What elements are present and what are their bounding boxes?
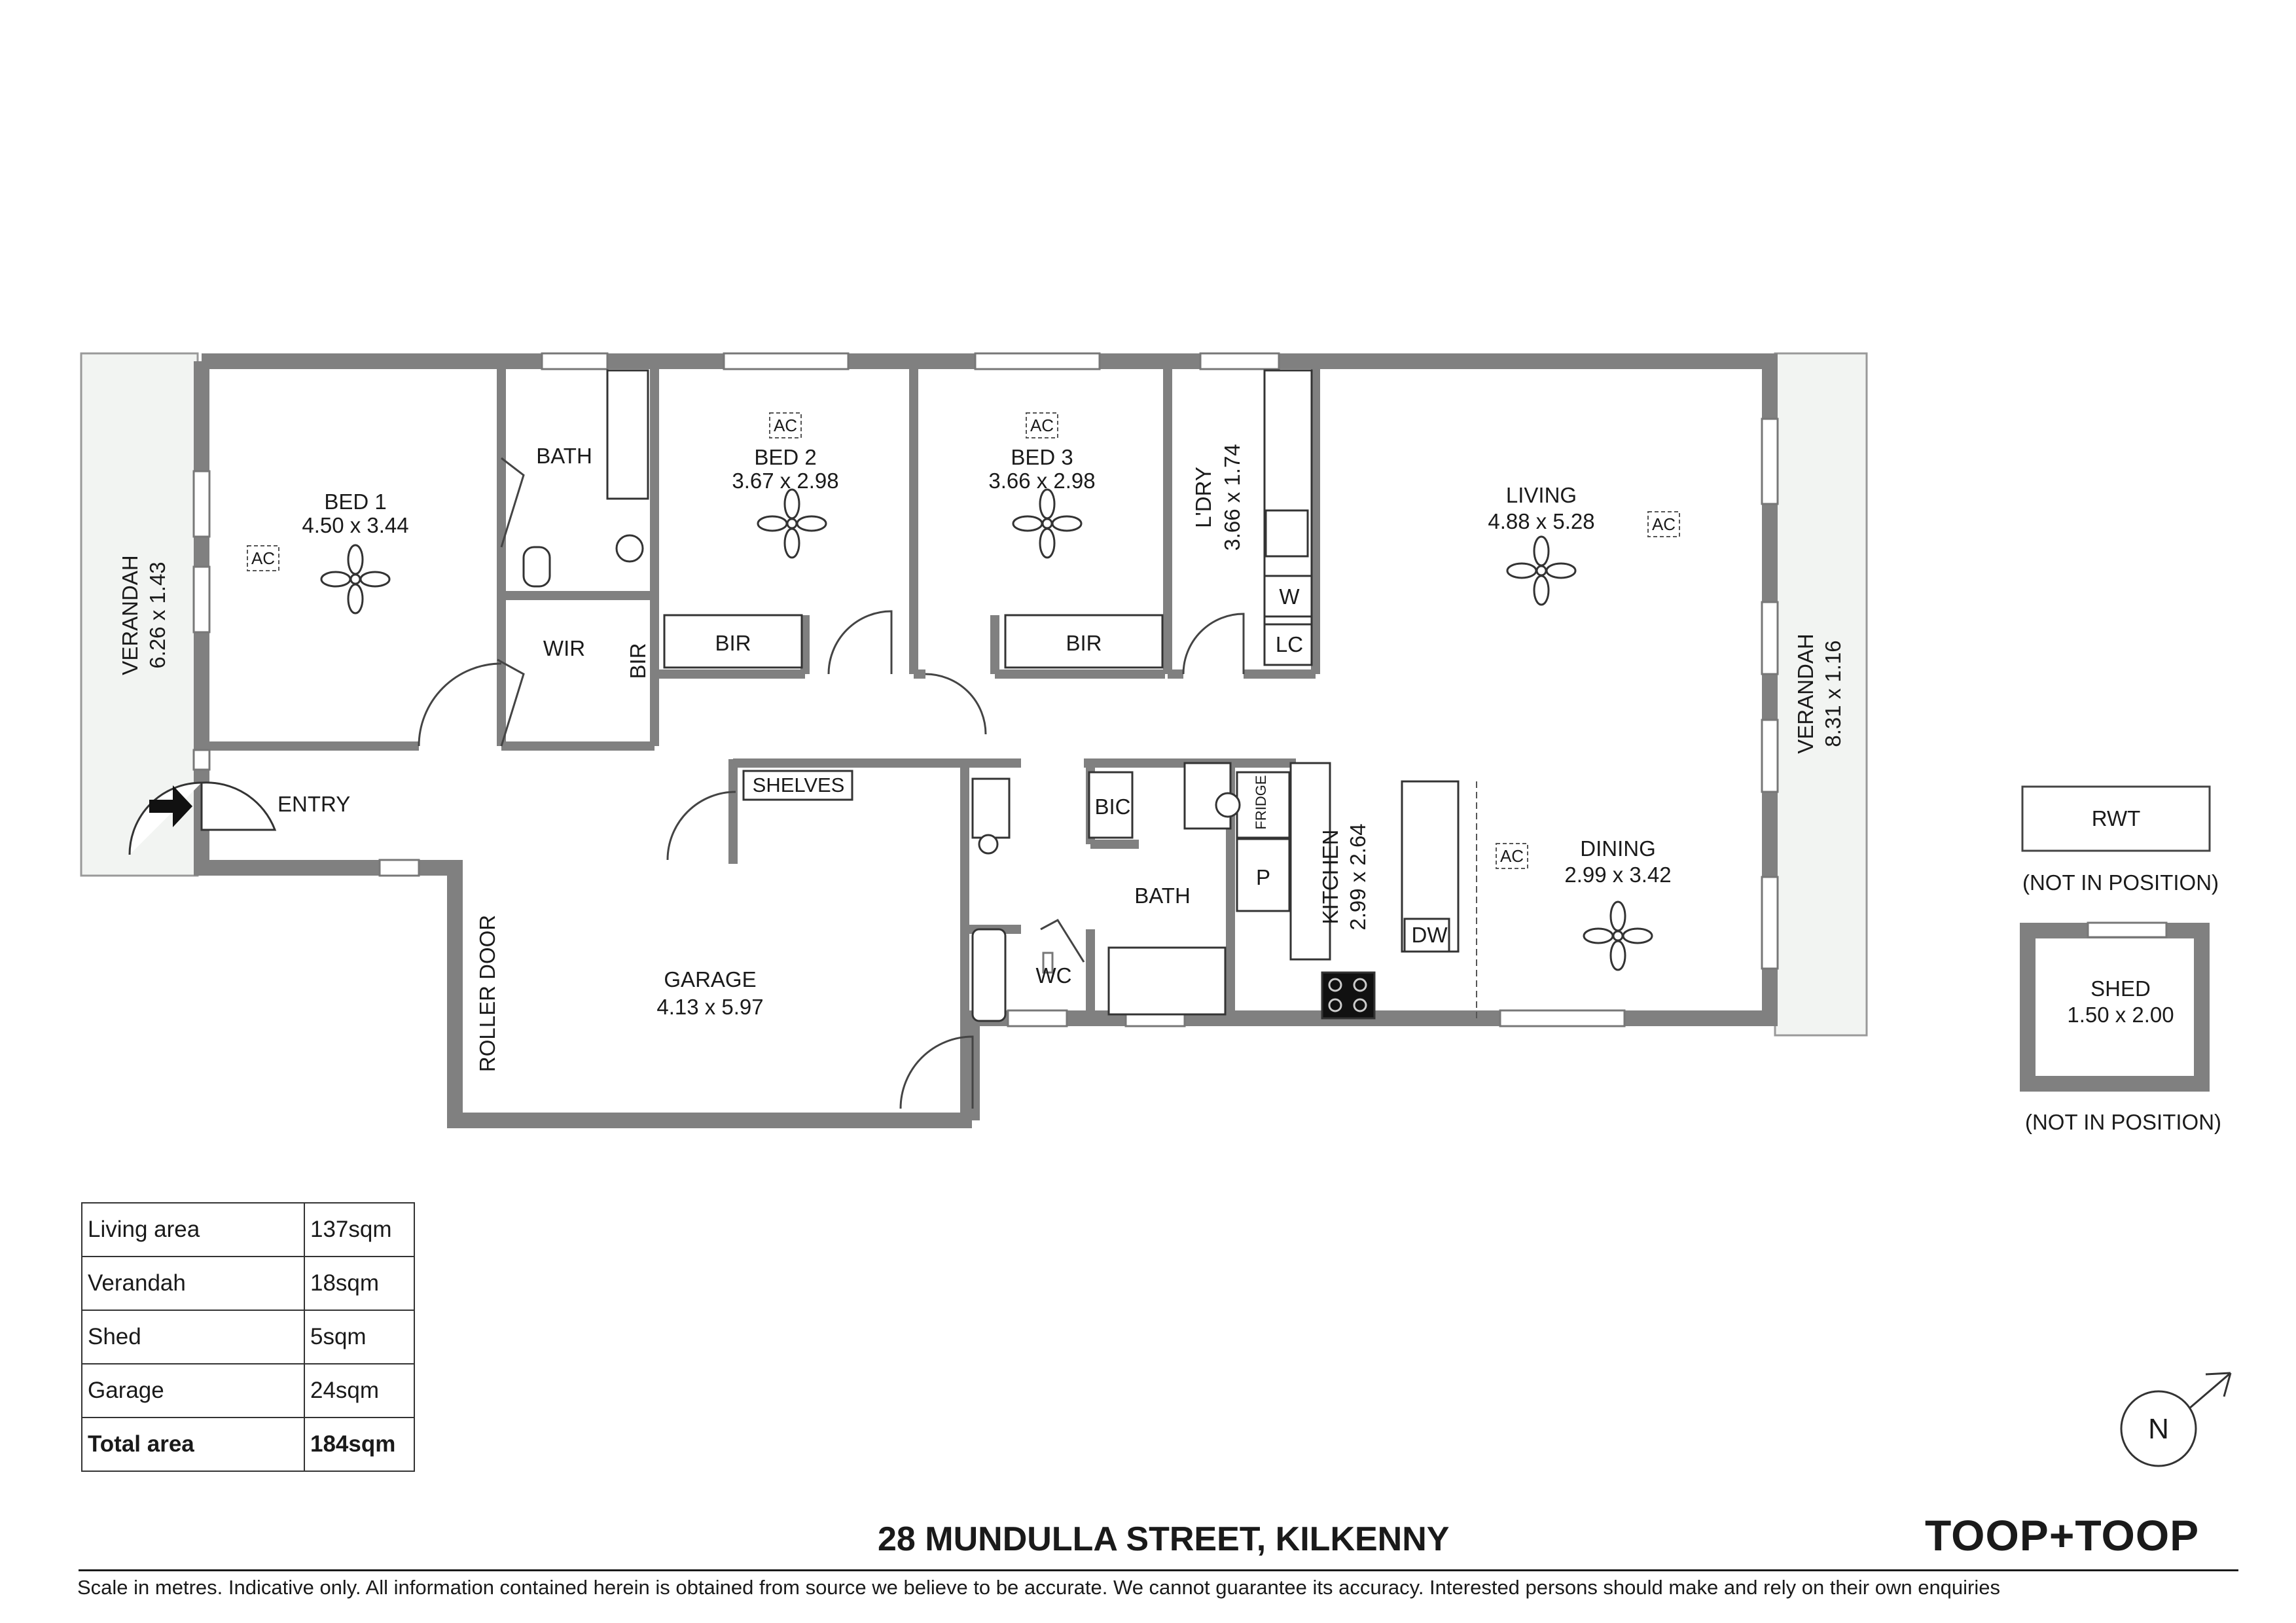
table-row: Verandah 18sqm [81, 1256, 415, 1311]
ac-label: AC [1652, 514, 1676, 534]
ac-label: AC [1030, 416, 1054, 435]
footer-divider [79, 1569, 2238, 1571]
shed-window [2087, 921, 2168, 938]
area-value: 184sqm [304, 1417, 415, 1472]
room-dims-laundry: 3.66 x 1.74 [1220, 444, 1244, 550]
room-name-dining: DINING [1580, 836, 1656, 861]
area-value: 137sqm [304, 1202, 415, 1257]
room-name-bath-main: BATH [1134, 883, 1191, 908]
ceiling-fan-icon [1506, 535, 1577, 606]
ceiling-fan-icon [320, 544, 391, 615]
room-name-garage: GARAGE [664, 967, 756, 991]
area-value: 24sqm [304, 1363, 415, 1418]
rwt-label: RWT [2092, 806, 2141, 830]
table-row: Garage 24sqm [81, 1363, 415, 1418]
table-row-total: Total area 184sqm [81, 1417, 415, 1472]
room-name-verandah-west: VERANDAH [118, 555, 142, 675]
entry-arrow-icon [149, 785, 192, 827]
area-table: Living area 137sqm Verandah 18sqm Shed 5… [81, 1202, 415, 1472]
verandah-east [1774, 352, 1868, 1037]
table-row: Shed 5sqm [81, 1310, 415, 1364]
area-label: Garage [81, 1363, 305, 1418]
room-dims-bed1: 4.50 x 3.44 [302, 513, 408, 537]
brand-logo: TOOP+TOOP [1925, 1511, 2200, 1560]
room-name-entry: ENTRY [278, 792, 350, 816]
table-row: Living area 137sqm [81, 1202, 415, 1257]
fixture-dishwasher: DW [1412, 923, 1448, 947]
room-name-wir: WIR [543, 636, 585, 660]
property-address: 28 MUNDULLA STREET, KILKENNY [878, 1520, 1450, 1558]
interior-walls [209, 361, 1320, 1120]
ceiling-fan-icon [1012, 488, 1083, 559]
fixture-pantry: P [1256, 865, 1270, 889]
room-dims-verandah-west: 6.26 x 1.43 [145, 562, 170, 668]
shed-walls [2020, 923, 2210, 1092]
ceiling-fan-icon [757, 488, 827, 559]
area-label: Verandah [81, 1256, 305, 1311]
room-dims-garage: 4.13 x 5.97 [656, 995, 763, 1019]
shed-dims: 1.50 x 2.00 [2067, 1003, 2174, 1027]
area-value: 18sqm [304, 1256, 415, 1311]
rwt-note: (NOT IN POSITION) [2022, 870, 2219, 895]
compass-icon [2120, 1390, 2197, 1467]
door-swings [418, 457, 1245, 1109]
disclaimer-text: Scale in metres. Indicative only. All in… [77, 1576, 2001, 1599]
room-name-shelves: SHELVES [753, 774, 845, 796]
shed-note: (NOT IN POSITION) [2025, 1110, 2221, 1134]
room-name-verandah-east: VERANDAH [1793, 633, 1818, 753]
room-dims-living: 4.88 x 5.28 [1488, 509, 1594, 533]
room-dims-verandah-east: 8.31 x 1.16 [1821, 640, 1845, 747]
windows [192, 352, 1779, 1027]
north-arrow-icon [2189, 1372, 2232, 1410]
room-name-bed2: BED 2 [754, 445, 816, 469]
room-name-bir-ensuite: BIR [626, 643, 650, 679]
compass-letter: N [2148, 1413, 2169, 1445]
ac-label: AC [251, 548, 275, 568]
rwt-tank [2021, 785, 2211, 852]
room-name-kitchen: KITCHEN [1318, 830, 1342, 925]
area-label: Total area [81, 1417, 305, 1472]
area-label: Living area [81, 1202, 305, 1257]
room-name-living: LIVING [1506, 483, 1577, 507]
room-name-wc: WC [1036, 963, 1072, 988]
room-name-bath-ensuite: BATH [536, 444, 592, 468]
fixtures [522, 369, 1460, 1022]
fixture-fridge: FRIDGE [1253, 775, 1269, 829]
ceiling-fan-icon [1583, 901, 1653, 971]
room-name-bir-bed3: BIR [1066, 631, 1102, 655]
room-name-bir-bed2: BIR [715, 631, 751, 655]
entry-door-swing [200, 781, 277, 831]
fixture-washer: W [1279, 584, 1300, 609]
room-dims-kitchen: 2.99 x 2.64 [1346, 823, 1370, 930]
ac-label: AC [774, 416, 797, 435]
room-name-bic: BIC [1094, 794, 1130, 819]
fixture-linen: LC [1276, 632, 1303, 656]
room-name-roller-door: ROLLER DOOR [475, 915, 499, 1072]
room-name-bed1: BED 1 [324, 490, 386, 514]
room-dims-dining: 2.99 x 3.42 [1564, 863, 1671, 887]
room-name-bed3: BED 3 [1011, 445, 1073, 469]
ac-label: AC [1500, 846, 1524, 866]
room-name-laundry: L'DRY [1191, 467, 1215, 528]
area-label: Shed [81, 1310, 305, 1364]
room-dims-bed2: 3.67 x 2.98 [732, 469, 838, 493]
shed-name: SHED [2090, 976, 2151, 1001]
room-dims-bed3: 3.66 x 2.98 [988, 469, 1095, 493]
area-value: 5sqm [304, 1310, 415, 1364]
